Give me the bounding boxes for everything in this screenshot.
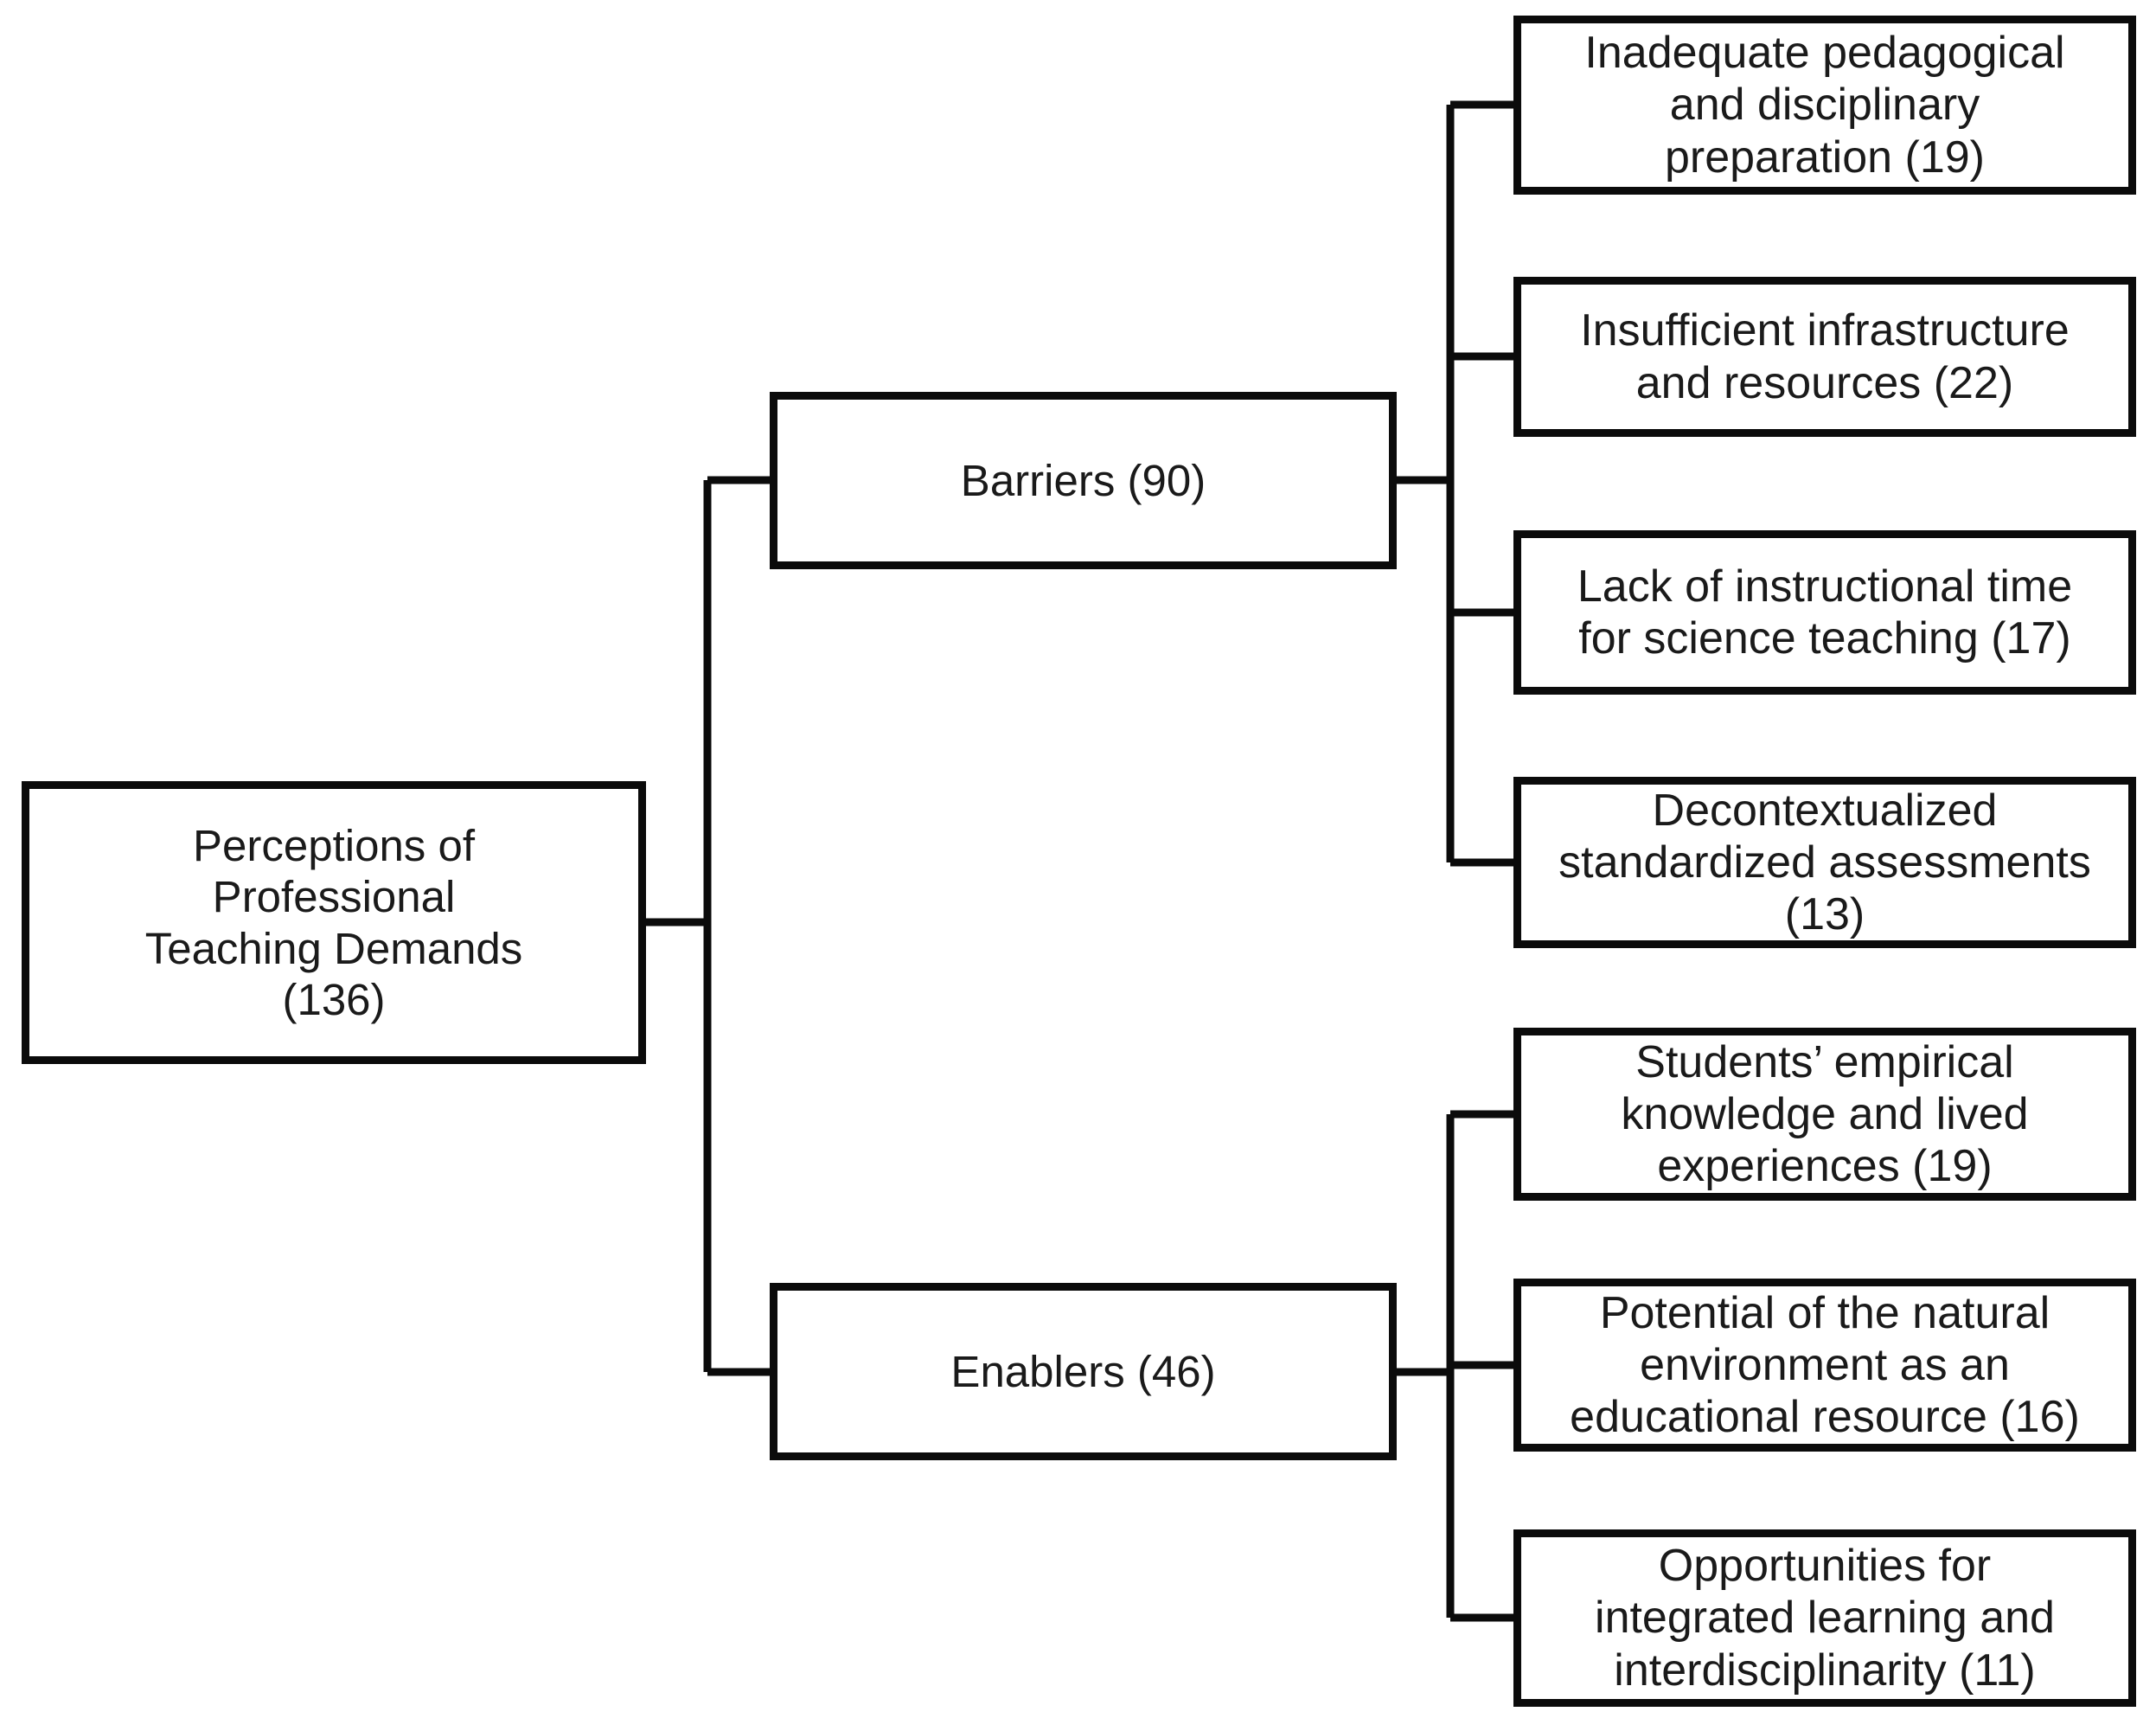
- node-leaf-decontextualized-assessments[interactable]: Decontextualized standardized assessment…: [1513, 777, 2136, 948]
- node-leaf-integrated-learning[interactable]: Opportunities for integrated learning an…: [1513, 1529, 2136, 1707]
- node-branch-enablers[interactable]: Enablers (46): [770, 1283, 1397, 1460]
- node-leaf-insufficient-infrastructure-label: Insufficient infrastructure and resource…: [1580, 305, 2070, 408]
- node-leaf-decontextualized-assessments-label: Decontextualized standardized assessment…: [1558, 785, 2091, 940]
- node-leaf-inadequate-preparation-label: Inadequate pedagogical and disciplinary …: [1584, 28, 2065, 183]
- node-leaf-inadequate-preparation[interactable]: Inadequate pedagogical and disciplinary …: [1513, 16, 2136, 195]
- node-leaf-natural-environment-resource[interactable]: Potential of the natural environment as …: [1513, 1279, 2136, 1452]
- node-leaf-insufficient-infrastructure[interactable]: Insufficient infrastructure and resource…: [1513, 277, 2136, 437]
- node-leaf-integrated-learning-label: Opportunities for integrated learning an…: [1595, 1541, 2055, 1696]
- node-leaf-students-empirical-knowledge-label: Students’ empirical knowledge and lived …: [1621, 1036, 2029, 1192]
- node-root-perceptions[interactable]: Perceptions of Professional Teaching Dem…: [22, 781, 646, 1064]
- node-leaf-lack-instructional-time[interactable]: Lack of instructional time for science t…: [1513, 530, 2136, 695]
- node-branch-barriers[interactable]: Barriers (90): [770, 392, 1397, 569]
- node-leaf-natural-environment-resource-label: Potential of the natural environment as …: [1570, 1287, 2080, 1443]
- node-leaf-students-empirical-knowledge[interactable]: Students’ empirical knowledge and lived …: [1513, 1028, 2136, 1201]
- node-branch-enablers-label: Enablers (46): [950, 1346, 1216, 1396]
- node-branch-barriers-label: Barriers (90): [960, 455, 1206, 505]
- node-root-label: Perceptions of Professional Teaching Dem…: [144, 821, 523, 1024]
- node-leaf-lack-instructional-time-label: Lack of instructional time for science t…: [1577, 561, 2073, 664]
